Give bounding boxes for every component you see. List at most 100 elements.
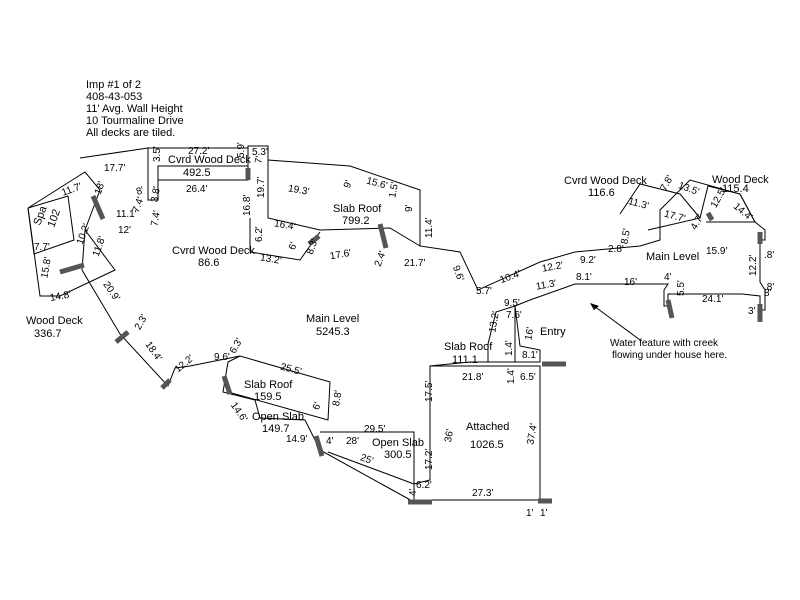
dimension-label: 14.9' — [286, 434, 307, 445]
dimension-label: 1.4' — [506, 368, 517, 384]
area-name: Entry — [540, 326, 566, 338]
dimension-label: 12.2' — [173, 353, 197, 375]
dimension-label: 15.8' — [39, 256, 54, 279]
dimension-label: 17.2' — [424, 449, 435, 470]
dimension-label: 18.4' — [142, 340, 163, 364]
area-name: Cvrd Wood Deck — [172, 245, 255, 257]
water-feature-note: Water feature with creek flowing under h… — [590, 303, 727, 361]
note-line-2: flowing under house here. — [612, 350, 727, 361]
area-name: Cvrd Wood Deck — [564, 175, 647, 187]
dimension-label: 10.2' — [75, 222, 93, 246]
wood-deck-right-outline — [699, 185, 756, 223]
dimension-label: .8' — [764, 282, 774, 293]
dimension-label: 5.9' — [236, 142, 247, 158]
area-value: 115.4 — [722, 183, 749, 195]
dimension-label: 7.8' — [659, 174, 676, 193]
area-name: Open Slab — [252, 411, 304, 423]
dimension-label: 9.2' — [580, 255, 596, 266]
dimension-label: 1.5' — [387, 181, 401, 199]
dimension-label: 10.4' — [499, 268, 523, 286]
dimension-label: 16.4' — [273, 218, 296, 233]
dimension-label: 5.3' — [252, 147, 268, 158]
dimension-label: 9' — [404, 204, 415, 212]
area-value: 300.5 — [384, 449, 412, 461]
dimension-label: 6.5' — [520, 372, 536, 383]
improvement-number: Imp #1 of 2 — [86, 79, 141, 91]
note-arrow-head — [590, 303, 599, 310]
dimension-label: 21.7' — [404, 258, 425, 269]
dimension-label: 9' — [342, 179, 355, 190]
dimension-label: 7' — [253, 155, 265, 164]
area-value: 111.1 — [452, 354, 478, 366]
dimension-label: 7.6' — [506, 310, 522, 321]
dimension-label: .8' — [764, 250, 774, 261]
dimension-label: 7.4' — [131, 195, 147, 214]
dimension-label: 3.5' — [152, 146, 163, 162]
dimension-label: 2.8' — [608, 244, 624, 255]
attached-outline — [414, 365, 541, 501]
slab-roof-799-outline — [267, 160, 421, 247]
wall-marker — [313, 435, 325, 457]
cvrd-wood-deck-top-outline — [148, 147, 249, 181]
note-arrow-line — [593, 305, 641, 341]
dimension-label: 2.4' — [373, 249, 389, 268]
note-line-1: Water feature with creek — [610, 338, 719, 349]
dimension-label: 13.2' — [487, 310, 502, 333]
dimension-label: 8' — [135, 185, 146, 198]
dimension-label: 27.2' — [188, 146, 209, 157]
dimension-label: 12.2' — [541, 260, 564, 275]
area-name: Wood Deck — [26, 315, 83, 327]
area-name: Main Level — [646, 251, 699, 263]
wall-marker — [90, 195, 106, 220]
dimension-label: 3.8' — [149, 186, 163, 204]
dimension-label: 4' — [408, 488, 419, 496]
dimension-label: 5.7' — [476, 286, 492, 297]
wall-markers — [59, 168, 763, 505]
dimension-label: 11.7' — [60, 181, 83, 198]
dimension-label: 27.3' — [472, 488, 493, 499]
dimension-label: 13.5' — [677, 180, 701, 198]
area-value: 799.2 — [342, 215, 370, 227]
dimension-label: 8' — [764, 288, 772, 299]
area-name: Slab Roof — [333, 203, 382, 215]
area-name: Attached — [466, 421, 509, 433]
area-value: 159.5 — [254, 391, 282, 403]
area-name: Slab Roof — [444, 341, 493, 353]
area-name: Open Slab — [372, 437, 424, 449]
wall-marker — [705, 211, 715, 222]
wall-marker — [665, 299, 675, 319]
dimension-label: 28' — [346, 436, 359, 447]
cvrd-wood-deck-right-outline — [619, 183, 701, 231]
spa-outline — [27, 195, 75, 255]
dimension-label: 2.3' — [133, 313, 150, 332]
dimension-label: 4' — [664, 272, 672, 283]
area-value: 116.6 — [588, 187, 615, 199]
open-slab-outline — [320, 431, 415, 485]
deck-note: All decks are tiled. — [86, 127, 175, 139]
area-value: 149.7 — [262, 423, 290, 435]
wall-marker — [307, 234, 321, 246]
dimension-label: 14.6' — [228, 400, 249, 424]
dimension-label: 9.5' — [504, 298, 520, 309]
wall-height: 11' Avg. Wall Height — [86, 103, 183, 115]
wall-marker — [160, 378, 172, 390]
dimension-label: 6.3' — [228, 336, 245, 355]
dimension-label: 15.9' — [706, 246, 727, 257]
dimension-label: 1' — [526, 508, 534, 519]
header-block: Imp #1 of 2 408-43-053 11' Avg. Wall Hei… — [86, 79, 184, 139]
dimension-label: 16.8' — [242, 195, 253, 216]
dimension-label: 6.2' — [254, 226, 265, 242]
dimension-label: 14.8' — [49, 289, 72, 304]
wall-outlines — [27, 145, 766, 503]
dimension-label: 1.4' — [504, 340, 515, 356]
dimension-label: 11.3' — [627, 196, 650, 212]
dimension-label: 26.4' — [186, 184, 207, 195]
dimension-label: 17.5' — [424, 381, 435, 402]
dimension-label: 8.5' — [619, 228, 633, 246]
dimension-label: 17.7' — [104, 163, 125, 174]
area-value: 86.6 — [198, 257, 219, 269]
dimension-label: 1' — [540, 508, 548, 519]
dimension-label: 15.6' — [365, 176, 389, 192]
area-value: 336.7 — [34, 328, 62, 340]
